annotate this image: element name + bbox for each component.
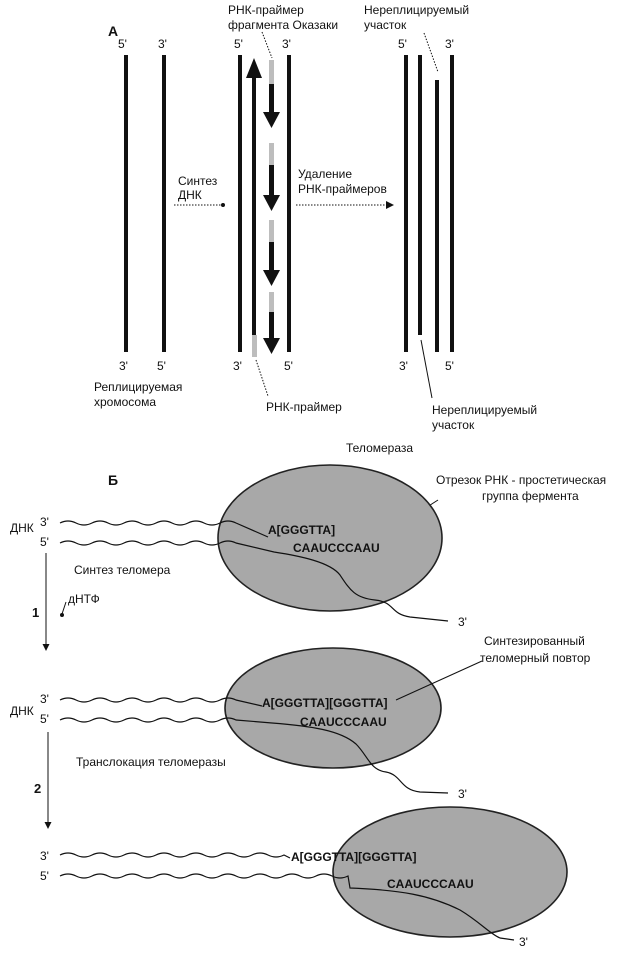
unreplicated-bottom-pointer: [420, 339, 433, 399]
step1-label: Синтез теломера: [74, 563, 171, 577]
okazaki-arrowhead-3: [263, 270, 280, 286]
stage2-synthesized: A[GGGTTA][GGGTTA]: [262, 696, 388, 710]
leading-strand-arrowhead: [246, 58, 262, 78]
stage1-synthesized: A[GGGTTA]: [268, 523, 335, 537]
step-primer-removal-line2: РНК-праймеров: [298, 182, 387, 196]
dna-label-2: ДНК: [10, 704, 34, 718]
dntp-pointer: [61, 601, 67, 615]
right-top-5prime: 5': [398, 37, 407, 51]
stage3-3prime-label: 3': [40, 849, 49, 863]
step-dna-synthesis-line1: Синтез: [178, 174, 218, 188]
stage2-bottom-3prime: 3': [458, 787, 467, 801]
panel-b-letter: Б: [108, 472, 118, 488]
chromosome-caption-line2: хромосома: [94, 395, 156, 409]
rna-segment-label-line1: Отрезок РНК - простетическая: [436, 473, 606, 487]
okazaki-fragment-2: [269, 165, 274, 195]
okazaki-primer-label-line1: РНК-праймер: [228, 3, 304, 17]
unreplicated-bottom-line2: участок: [432, 418, 475, 432]
left-top-5prime: 5': [118, 37, 127, 51]
telomerase-enzyme-1: [217, 464, 443, 612]
okazaki-primer-1: [269, 60, 274, 84]
telomerase-enzyme-2: [224, 647, 442, 769]
unreplicated-top-line1: Нереплицируемый: [364, 3, 469, 17]
right-top-3prime: 3': [445, 37, 454, 51]
repeat-label-line2: теломерный повтор: [480, 651, 591, 665]
stage1-bottom-3prime: 3': [458, 615, 467, 629]
stage2-5prime-strand: [59, 717, 449, 794]
unreplicated-top-pointer: [423, 32, 439, 73]
unreplicated-bottom-line1: Нереплицируемый: [432, 403, 537, 417]
stage-2: Синтезированный теломерный повтор ДНК 3'…: [10, 634, 591, 829]
stage1-5prime-label: 5': [40, 535, 49, 549]
okazaki-fragment-4: [269, 312, 274, 338]
panel-a-letter: А: [108, 23, 118, 39]
stage3-synthesized: A[GGGTTA][GGGTTA]: [291, 850, 417, 864]
okazaki-primer-4: [269, 292, 274, 312]
okazaki-arrowhead-1: [263, 112, 280, 128]
step-dna-synthesis-line2: ДНК: [178, 188, 202, 202]
stage2-3prime-label: 3': [40, 692, 49, 706]
stage2-3prime-strand: [59, 697, 263, 707]
rna-primer-label: РНК-праймер: [266, 400, 342, 414]
telomerase-label: Теломераза: [346, 441, 413, 455]
step2-label: Транслокация теломеразы: [76, 755, 226, 769]
dna-synthesis-arrow-head: [221, 203, 225, 207]
mid-bottom-5prime: 5': [284, 359, 293, 373]
stage1-3prime-strand: [59, 520, 269, 538]
stage1-template: CAAUCCCAAU: [293, 541, 380, 555]
mid-bottom-3prime: 3': [233, 359, 242, 373]
replicating-chromosome: 5' 3' 3' 5' Реплицируемая хромосома: [94, 37, 182, 409]
stage-1: ДНК 3' 5' A[GGGTTA] CAAUCCCAAU 3' Синтез…: [10, 464, 467, 651]
repeat-pointer: [395, 660, 483, 701]
primer-removal-arrow-head: [386, 201, 394, 209]
okazaki-primer-3: [269, 220, 274, 242]
daughter-chromosomes: Нереплицируемый участок 5' 3' 3' 5' Нере…: [364, 3, 537, 432]
left-top-3prime: 3': [158, 37, 167, 51]
right-bottom-5prime: 5': [445, 359, 454, 373]
mid-top-5prime: 5': [234, 37, 243, 51]
step-primer-removal-line1: Удаление: [298, 167, 352, 181]
chromosome-caption-line1: Реплицируемая: [94, 380, 182, 394]
stage-3: 3' 5' A[GGGTTA][GGGTTA] CAAUCCCAAU 3': [40, 806, 568, 949]
rna-segment-label-line2: группа фермента: [482, 489, 579, 503]
dntp-label: дНТФ: [68, 592, 100, 606]
dntp-dot: [60, 613, 64, 617]
stage2-template: CAAUCCCAAU: [300, 715, 387, 729]
telomerase-enzyme-3: [332, 806, 568, 938]
okazaki-primer-pointer: [261, 31, 273, 59]
unreplicated-top-line2: участок: [364, 18, 407, 32]
okazaki-fragment-1: [269, 84, 274, 112]
left-bottom-3prime: 3': [119, 359, 128, 373]
stage3-template: CAAUCCCAAU: [387, 877, 474, 891]
dna-label-1: ДНК: [10, 521, 34, 535]
stage3-bottom-3prime: 3': [519, 935, 528, 949]
stage3-3prime-strand: [59, 852, 291, 859]
stage1-3prime-label: 3': [40, 515, 49, 529]
stage3-5prime-label: 5': [40, 869, 49, 883]
okazaki-fragments: [263, 60, 280, 354]
leading-rna-primer: [252, 335, 257, 357]
step1-number: 1: [32, 605, 39, 620]
stage2-5prime-label: 5': [40, 712, 49, 726]
rna-primer-pointer: [255, 359, 269, 397]
repeat-label-line1: Синтезированный: [484, 634, 585, 648]
stage1-5prime-strand: [59, 540, 449, 622]
okazaki-primer-2: [269, 143, 274, 165]
okazaki-arrowhead-4: [263, 338, 280, 354]
replicated-chromosome: РНК-праймер фрагмента Оказаки 5' 3' 3': [228, 3, 342, 414]
stage3-5prime-strand: [59, 873, 515, 941]
okazaki-fragment-3: [269, 242, 274, 270]
okazaki-arrowhead-2: [263, 195, 280, 211]
right-bottom-3prime: 3': [399, 359, 408, 373]
okazaki-primer-label-line2: фрагмента Оказаки: [228, 18, 338, 32]
mid-top-3prime: 3': [282, 37, 291, 51]
left-bottom-5prime: 5': [157, 359, 166, 373]
step2-number: 2: [34, 781, 41, 796]
